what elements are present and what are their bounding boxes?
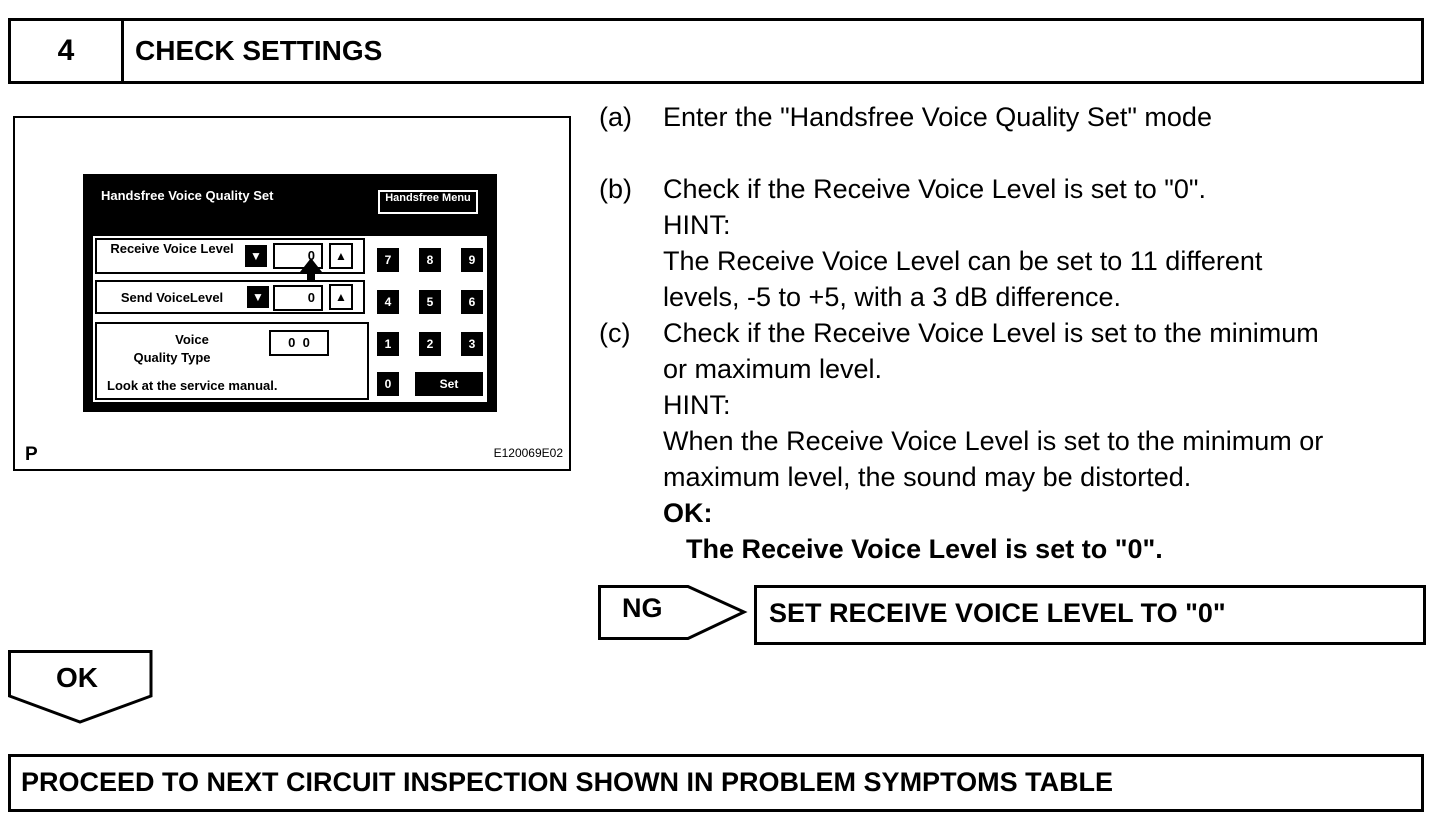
step-a-letter: (a): [599, 102, 632, 132]
illustration-frame: Handsfree Voice Quality Set Handsfree Me…: [13, 116, 571, 471]
step-b-hint-line1: The Receive Voice Level can be set to 11…: [663, 246, 1263, 276]
receive-voice-level-row: Receive Voice Level ▼ 0 ▲: [95, 238, 365, 274]
step-a-text: Enter the "Handsfree Voice Quality Set" …: [663, 102, 1212, 132]
key-1: 1: [377, 332, 399, 356]
send-up-icon: ▲: [329, 284, 353, 310]
figure-label-p: P: [25, 444, 38, 465]
ok-arrow-box: OK: [8, 650, 154, 724]
voice-quality-label-2: Quality Type: [133, 350, 211, 365]
step-b-text: Check if the Receive Voice Level is set …: [663, 174, 1206, 204]
voice-quality-value: 0 0: [269, 330, 329, 356]
display-screen: Handsfree Voice Quality Set Handsfree Me…: [83, 174, 497, 412]
receive-voice-level-label: Receive Voice Level: [110, 241, 234, 256]
step-c-hint-label: HINT:: [663, 390, 731, 420]
pointer-arrow-icon: [300, 258, 322, 294]
key-2: 2: [419, 332, 441, 356]
proceed-text: PROCEED TO NEXT CIRCUIT INSPECTION SHOWN…: [21, 767, 1114, 797]
ng-label: NG: [622, 593, 663, 623]
handsfree-menu-button: Handsfree Menu: [378, 190, 478, 214]
figure-code: E120069E02: [493, 446, 563, 460]
step-c-hint-line1: When the Receive Voice Level is set to t…: [663, 426, 1324, 456]
ng-action-box: SET RECEIVE VOICE LEVEL TO "0": [754, 585, 1426, 645]
proceed-box: PROCEED TO NEXT CIRCUIT INSPECTION SHOWN…: [8, 754, 1424, 812]
step-b-hint-label: HINT:: [663, 210, 731, 240]
service-manual-note: Look at the service manual.: [107, 378, 278, 393]
key-9: 9: [461, 248, 483, 272]
step-b-letter: (b): [599, 174, 632, 204]
voice-quality-label-1: Voice: [175, 332, 209, 347]
key-3: 3: [461, 332, 483, 356]
receive-voice-level-value: 0: [273, 243, 323, 269]
step-number: 4: [11, 21, 124, 81]
key-0: 0: [377, 372, 399, 396]
ng-action-text: SET RECEIVE VOICE LEVEL TO "0": [769, 598, 1226, 628]
ok-criteria-condition: The Receive Voice Level is set to "0".: [686, 534, 1163, 564]
key-8: 8: [419, 248, 441, 272]
step-c-hint-line2: maximum level, the sound may be distorte…: [663, 462, 1192, 492]
screen-body: Receive Voice Level ▼ 0 ▲ Send VoiceLeve…: [91, 234, 489, 404]
ng-box: NG: [598, 585, 748, 640]
send-voice-level-row: Send VoiceLevel ▼ 0 ▲: [95, 280, 365, 314]
step-title: CHECK SETTINGS: [135, 35, 383, 66]
send-voice-level-value: 0: [273, 285, 323, 311]
step-c-text-line1: Check if the Receive Voice Level is set …: [663, 318, 1319, 348]
step-c-text-line2: or maximum level.: [663, 354, 883, 384]
receive-down-icon: ▼: [245, 245, 267, 267]
key-5: 5: [419, 290, 441, 314]
step-b-hint-line2: levels, -5 to +5, with a 3 dB difference…: [663, 282, 1122, 312]
ok-arrow-shape: [8, 650, 153, 724]
send-voice-level-label: Send VoiceLevel: [120, 290, 224, 305]
ok-criteria-label: OK:: [663, 498, 713, 528]
step-c-letter: (c): [599, 318, 631, 348]
screen-title: Handsfree Voice Quality Set: [101, 188, 274, 203]
voice-quality-type-row: Voice Quality Type 0 0 Look at the servi…: [95, 322, 369, 400]
key-4: 4: [377, 290, 399, 314]
key-6: 6: [461, 290, 483, 314]
key-7: 7: [377, 248, 399, 272]
keypad: 7 8 9 4 5 6 1 2 3 0 Set: [373, 238, 487, 400]
step-header: 4 CHECK SETTINGS: [8, 18, 1424, 84]
ok-label: OK: [56, 662, 98, 693]
key-set: Set: [415, 372, 483, 396]
send-down-icon: ▼: [247, 286, 269, 308]
receive-up-icon: ▲: [329, 243, 353, 269]
ng-arrow-shape: [598, 585, 748, 640]
